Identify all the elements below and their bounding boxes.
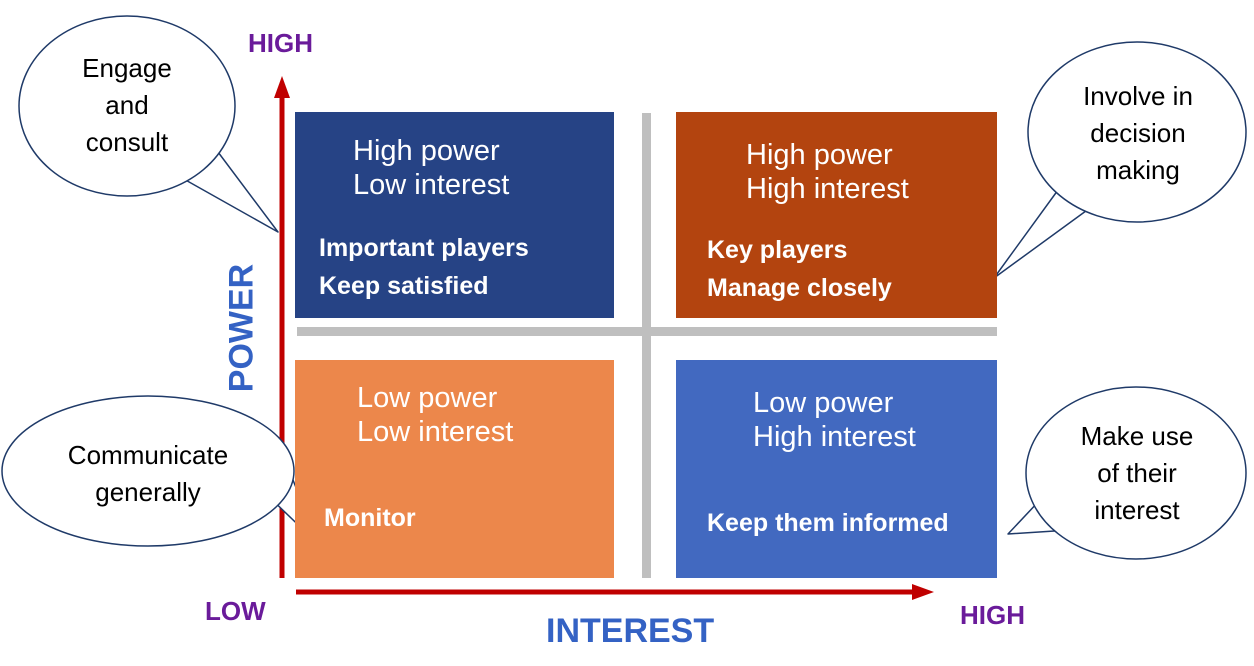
- bubble-line: interest: [1094, 495, 1180, 525]
- x-axis-title: INTEREST: [546, 612, 715, 650]
- title-line: High interest: [746, 173, 909, 205]
- bubble-line: and: [105, 90, 149, 120]
- bubble-communicate-generally: Communicate generally: [38, 437, 258, 511]
- quadrant-low-power-high-interest: Low power High interest Keep them inform…: [676, 360, 997, 578]
- bubble-make-use-interest: Make use of their interest: [1052, 418, 1222, 529]
- title-line: Low power: [357, 382, 498, 414]
- x-axis-arrowhead: [912, 584, 934, 600]
- bubble-line: of their: [1097, 458, 1177, 488]
- quadrant-action: Key players Manage closely: [707, 231, 892, 307]
- vertical-divider: [642, 113, 651, 578]
- bubble-line: Involve in: [1083, 81, 1193, 111]
- bubble-top-right-shape: [993, 41, 1247, 279]
- quadrant-action: Keep them informed: [707, 504, 949, 542]
- bubble-involve-decision: Involve in decision making: [1048, 78, 1228, 189]
- quadrant-title: Low power High interest: [753, 386, 916, 454]
- title-line: Low interest: [357, 416, 514, 448]
- bubble-line: Make use: [1080, 421, 1194, 451]
- bubble-line: making: [1096, 155, 1180, 185]
- title-line: Low interest: [353, 169, 510, 201]
- title-line: High interest: [753, 421, 916, 453]
- quadrant-action: Monitor: [324, 499, 416, 537]
- horizontal-divider: [297, 327, 997, 336]
- bubble-top-left-shape: [18, 15, 279, 233]
- action-line: Manage closely: [707, 274, 892, 302]
- quadrant-high-power-low-interest: High power Low interest Important player…: [295, 112, 614, 318]
- bubble-line: generally: [95, 477, 201, 507]
- y-axis-title: POWER: [222, 263, 261, 393]
- bubble-line: consult: [85, 127, 169, 157]
- title-line: Low power: [753, 387, 894, 419]
- origin-low-label: LOW: [205, 596, 266, 626]
- action-line: Important players: [319, 234, 529, 262]
- bubble-engage-consult: Engage and consult: [47, 50, 207, 161]
- bubble-line: decision: [1090, 118, 1186, 148]
- quadrant-title: Low power Low interest: [357, 381, 513, 449]
- action-line: Keep satisfied: [319, 272, 489, 300]
- x-axis-high-label: HIGH: [960, 600, 1025, 630]
- action-line: Monitor: [324, 504, 416, 532]
- quadrant-action: Important players Keep satisfied: [319, 229, 529, 305]
- bubble-line: Engage: [82, 53, 172, 83]
- title-line: High power: [746, 139, 893, 171]
- bubble-line: Communicate: [67, 440, 229, 470]
- quadrant-low-power-low-interest: Low power Low interest Monitor: [295, 360, 614, 578]
- action-line: Keep them informed: [707, 509, 949, 537]
- quadrant-high-power-high-interest: High power High interest Key players Man…: [676, 112, 997, 318]
- quadrant-title: High power Low interest: [353, 134, 509, 202]
- action-line: Key players: [707, 236, 848, 264]
- title-line: High power: [353, 135, 500, 167]
- y-axis-high-label: HIGH: [248, 28, 313, 58]
- bubble-bottom-right-shape: [1007, 386, 1247, 560]
- quadrant-title: High power High interest: [746, 138, 909, 206]
- y-axis-arrowhead: [274, 76, 290, 98]
